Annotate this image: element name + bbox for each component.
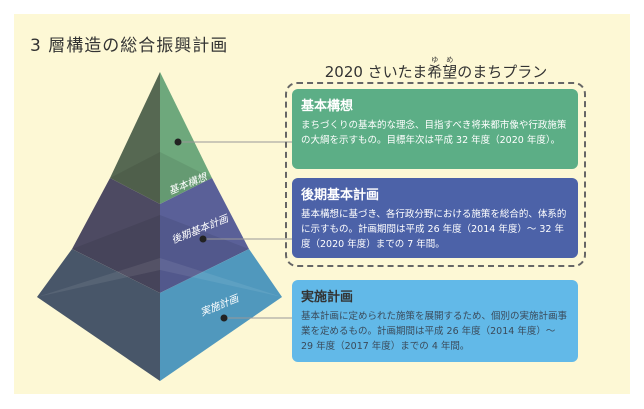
pyramid-layer-3-left [37,249,160,381]
box-body: 基本計画に定められた施策を展開するため、個別の実施計画事業を定めるもの。計画期間… [301,311,568,352]
pyramid-layer-3-right [160,249,282,381]
pyramid-layer-3-front [37,258,282,297]
box-heading: 実施計画 [301,290,354,305]
implementation-plan-box: 実施計画 基本計画に定められた施策を展開するため、個別の実施計画事業を定めるもの… [292,280,578,362]
page-title: 3 層構造の総合振興計画 [30,36,229,56]
pyramid-layer-2-right [160,178,249,293]
pyramid-layer-2-front [72,215,249,293]
basic-plan-box: 後期基本計画 基本構想に基づき、各行政分野における施策を総合的、体系的に示すもの… [292,178,578,258]
plan-dashed-group [285,82,586,267]
pyramid-layer-2-left [72,178,160,293]
box-heading: 基本構想 [301,99,354,114]
connector-dot-3 [220,314,228,322]
box-body: まちづくりの基本的な理念、目指すべき将来都市像や行政施策の大綱を示すもの。目標年… [301,120,567,146]
connector-dot-2 [199,235,207,243]
pyramid-layer-1-right [160,72,212,204]
pyramid-layer-1-front [110,152,212,204]
pyramid-layer-1-left [110,72,160,204]
box-body: 基本構想に基づき、各行政分野における施策を総合的、体系的に示すもの。計画期間は平… [301,209,567,250]
plan-title: 2020 さいたま希望ゆめのまちプラン [324,56,548,81]
basic-concept-box: 基本構想 まちづくりの基本的な理念、目指すべき将来都市像や行政施策の大綱を示すも… [292,89,578,169]
box-heading: 後期基本計画 [301,188,380,203]
connector-dot-1 [174,138,182,146]
